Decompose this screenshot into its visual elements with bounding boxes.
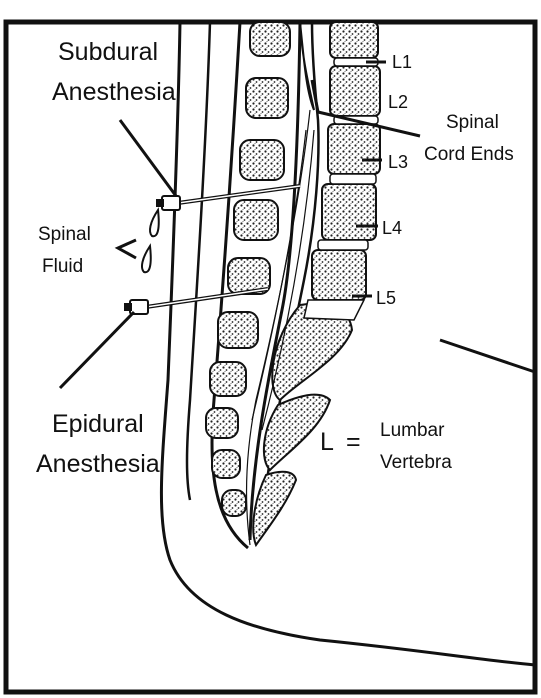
legend-symbol: L <box>320 428 334 456</box>
vertebra-label-l3: L3 <box>388 152 408 172</box>
fluid-drops-icon <box>142 210 159 272</box>
spinal-fluid-label-line2: Fluid <box>42 256 83 277</box>
subdural-label-line1: Subdural <box>58 38 158 66</box>
epidural-label-line2: Anesthesia <box>36 450 160 478</box>
cord-ends-label-line1: Spinal <box>446 112 499 133</box>
vertebra-label-l1: L1 <box>392 52 412 72</box>
buttock-outline <box>440 340 535 372</box>
legend-line1: Lumbar <box>380 420 445 441</box>
cord-ends-label-line2: Cord Ends <box>424 144 514 165</box>
legend-line2: Vertebra <box>380 452 452 473</box>
vertebra-label-l5: L5 <box>376 288 396 308</box>
vertebra-label-l4: L4 <box>382 218 402 238</box>
subdural-label-line2: Anesthesia <box>52 78 176 106</box>
legend-equals: = <box>346 428 361 456</box>
vertebra-label-l2: L2 <box>388 92 408 112</box>
spinal-fluid-label-line1: Spinal <box>38 224 91 245</box>
epidural-label-line1: Epidural <box>52 410 144 438</box>
